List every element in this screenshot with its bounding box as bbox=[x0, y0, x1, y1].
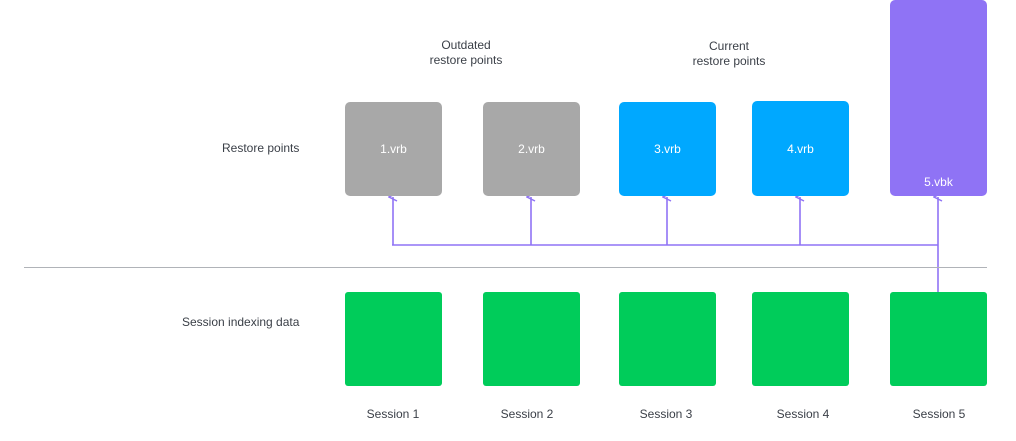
session-indexing-row-label: Session indexing data bbox=[182, 315, 300, 329]
session-label-4: Session 4 bbox=[776, 407, 830, 421]
restore-point-label: 4.vrb bbox=[787, 141, 814, 156]
session-block-3 bbox=[619, 292, 716, 386]
restore-point-2vrb: 2.vrb bbox=[483, 102, 580, 196]
restore-point-5vbk: 5.vbk bbox=[890, 0, 987, 196]
session-block-5 bbox=[890, 292, 987, 386]
restore-point-3vrb: 3.vrb bbox=[619, 102, 716, 196]
session-label-1: Session 1 bbox=[366, 407, 420, 421]
current-group-label: Current restore points bbox=[659, 39, 799, 69]
session-label-5: Session 5 bbox=[912, 407, 966, 421]
restore-point-4vrb: 4.vrb bbox=[752, 101, 849, 196]
session-block-4 bbox=[752, 292, 849, 386]
restore-point-label: 3.vrb bbox=[654, 142, 681, 156]
session-label-2: Session 2 bbox=[500, 407, 554, 421]
session-label-3: Session 3 bbox=[639, 407, 693, 421]
restore-point-1vrb: 1.vrb bbox=[345, 102, 442, 196]
outdated-group-label: Outdated restore points bbox=[396, 38, 536, 68]
outdated-group-label-line2: restore points bbox=[429, 53, 503, 67]
restore-point-label: 1.vrb bbox=[380, 142, 407, 156]
row-divider bbox=[24, 267, 987, 268]
restore-point-label: 2.vrb bbox=[518, 142, 545, 156]
session-block-1 bbox=[345, 292, 442, 386]
outdated-group-label-line1: Outdated bbox=[441, 38, 491, 52]
current-group-label-line2: restore points bbox=[692, 54, 766, 68]
current-group-label-line1: Current bbox=[708, 39, 749, 53]
session-block-2 bbox=[483, 292, 580, 386]
restore-point-label: 5.vbk bbox=[924, 175, 953, 189]
restore-points-row-label: Restore points bbox=[222, 141, 300, 155]
